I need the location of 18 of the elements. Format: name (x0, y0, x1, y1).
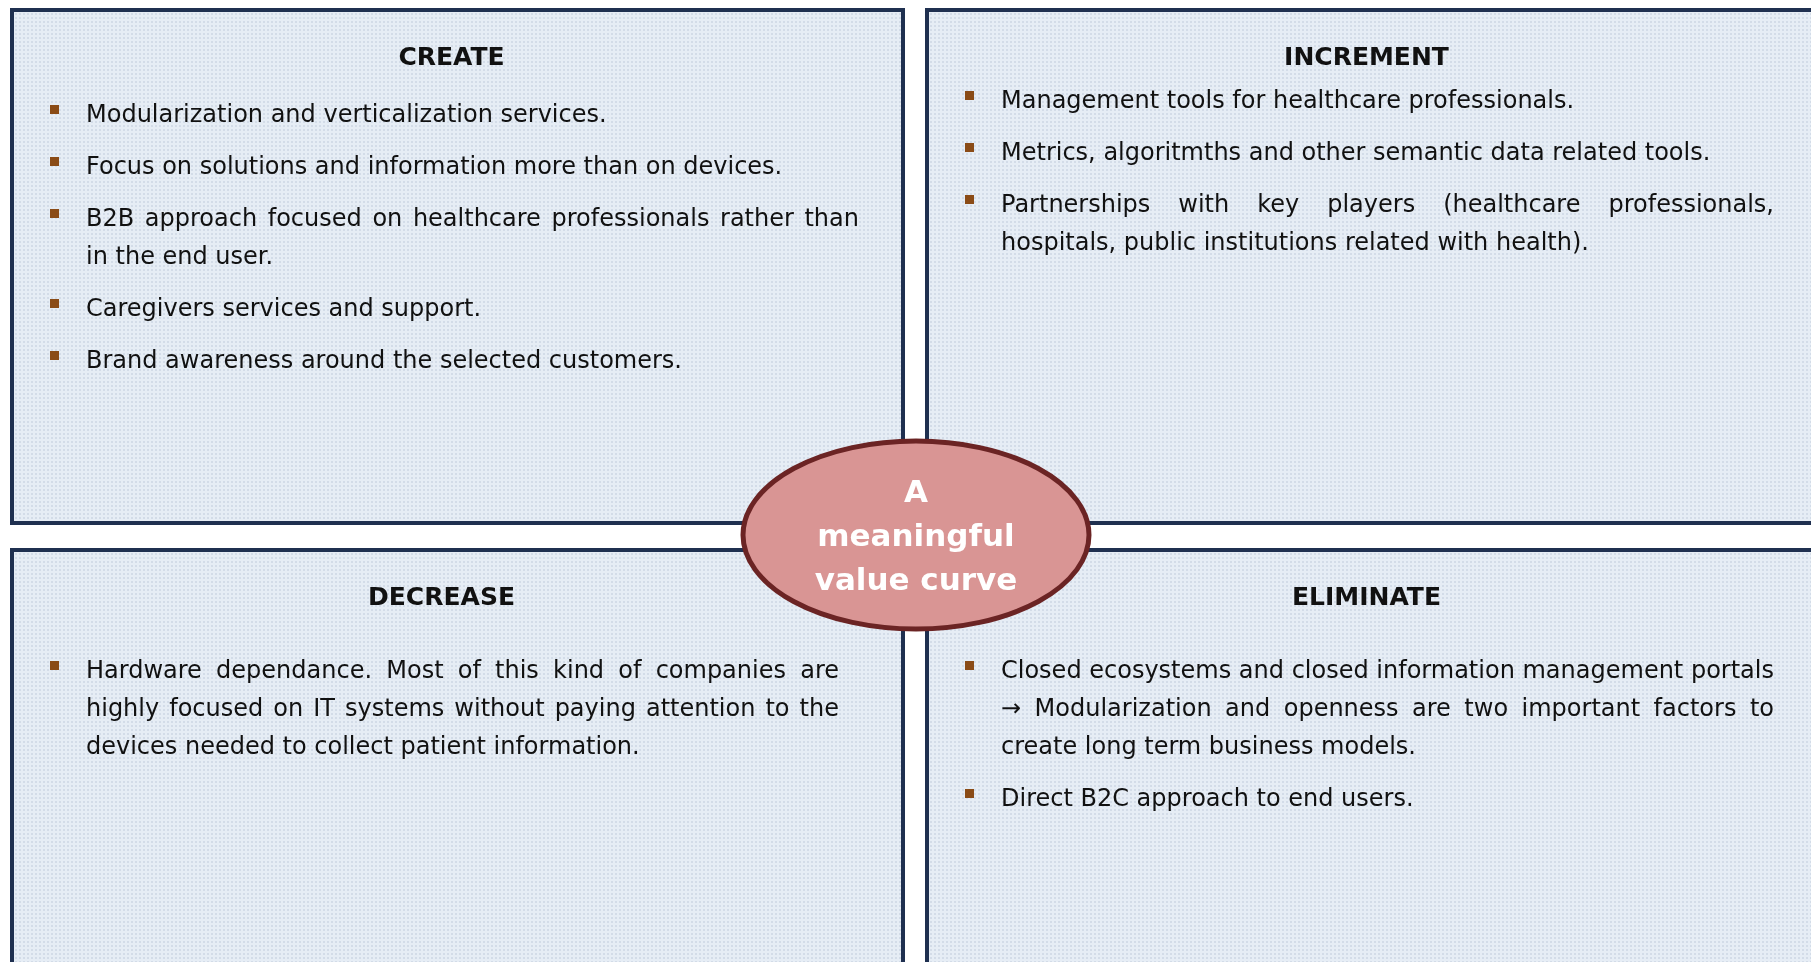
section-heading: INCREMENT (1283, 42, 1450, 71)
quadrant-panel (10, 8, 905, 525)
bullet-text: Brand awareness around the selected customers. (86, 345, 683, 376)
center-ellipse (740, 438, 1092, 632)
bullet-text: Caregivers services and support. (86, 293, 483, 324)
bullet-text: Hardware dependance. Most of this kind of companies are highly focused on IT systems without paying attention to the devices needed to collect patient information. (86, 655, 839, 762)
bullet-text: Partnerships with key players (healthcare professionals, hospitals, public institutions related with health). (1001, 189, 1774, 258)
bullet-text: Closed ecosystems and closed information management portals → Modularization and openness are two important factors to create long term business models. (1001, 655, 1774, 762)
bullet-text: Management tools for healthcare professionals. (1001, 85, 1576, 116)
bullet-text: B2B approach focused on healthcare professionals rather than in the end user. (86, 203, 859, 272)
section-heading: ELIMINATE (1291, 582, 1442, 611)
bullet-text: Modularization and verticalization services. (86, 99, 608, 130)
bullet-text: Metrics, algoritmths and other semantic data related tools. (1001, 137, 1712, 168)
ellipse-text: A meaningful value curve (813, 472, 1019, 599)
bullet-text: Direct B2C approach to end users. (1001, 783, 1415, 814)
section-heading: DECREASE (367, 582, 516, 611)
section-heading: CREATE (397, 42, 506, 71)
bullet-text: Focus on solutions and information more than on devices. (86, 151, 784, 182)
